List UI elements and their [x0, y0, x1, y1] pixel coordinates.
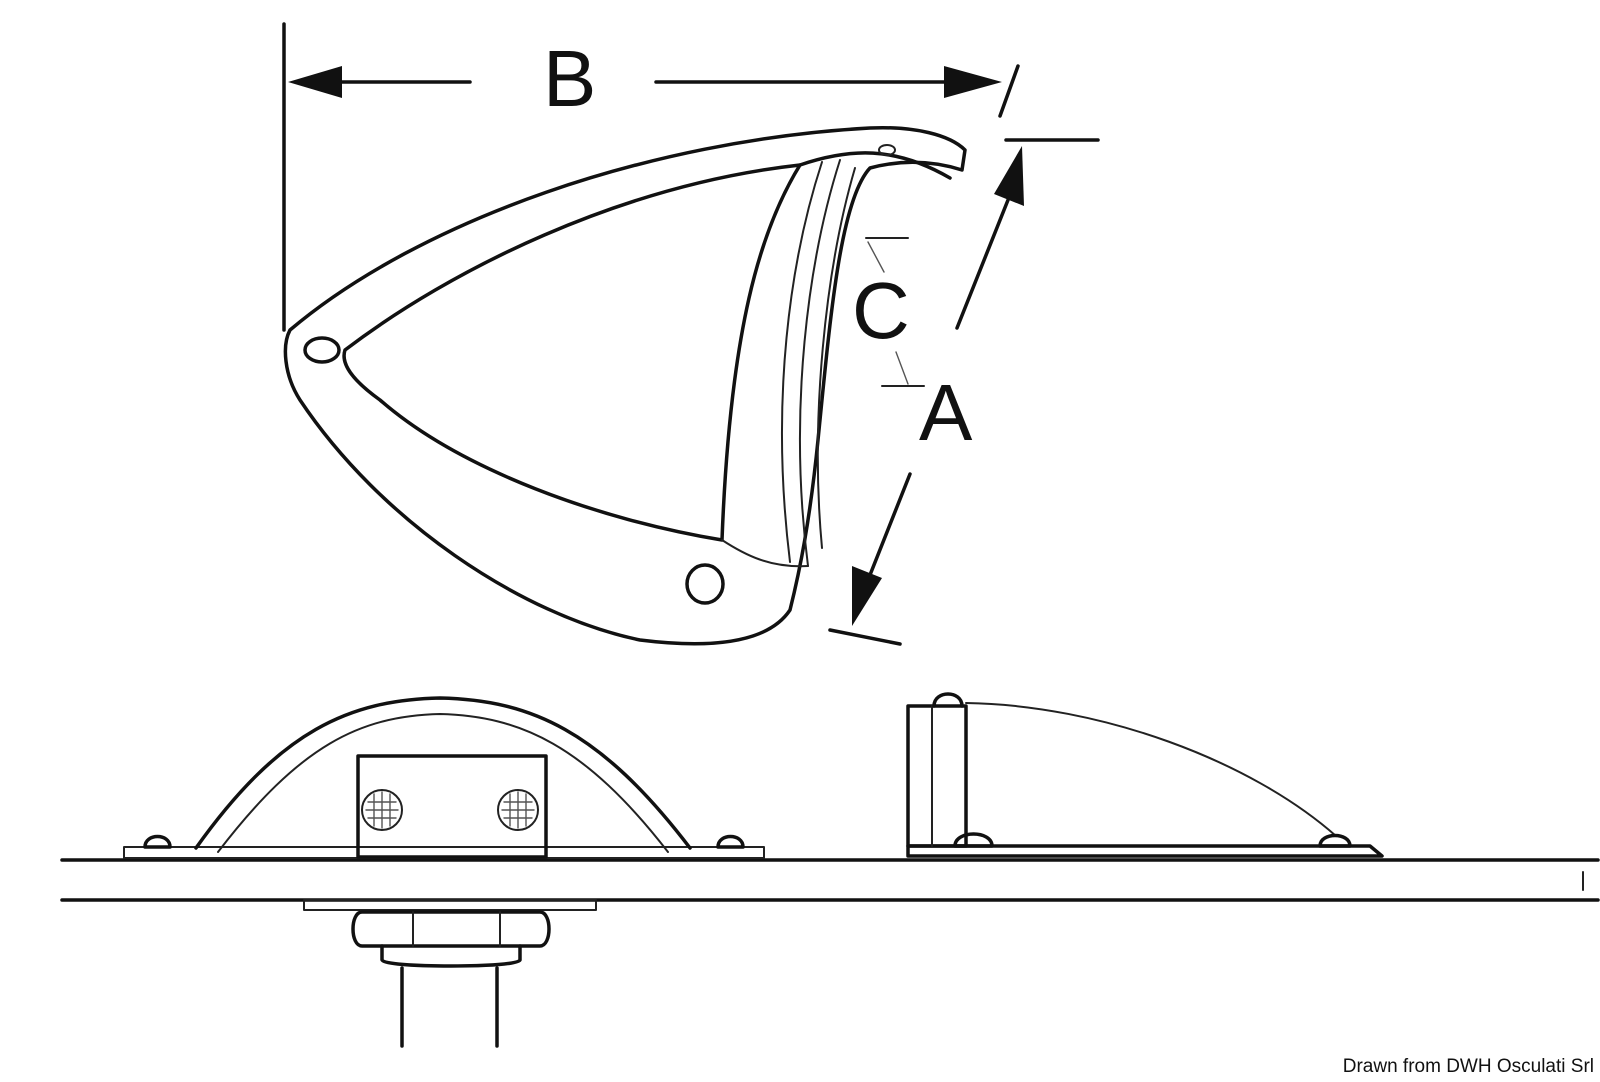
front-screw-right	[716, 834, 745, 849]
vent-hood-band-2	[799, 159, 841, 567]
dim-a-line-upper	[955, 193, 1012, 330]
vent-front-view	[123, 696, 765, 1048]
dim-a-extension-bottom	[828, 628, 902, 646]
vent-inner-opening	[342, 163, 802, 542]
side-hood-rivet	[932, 692, 964, 708]
dim-a-line-lower	[866, 472, 912, 582]
screw-hole-bottom	[685, 563, 725, 605]
dim-b-arrow-left	[288, 66, 342, 98]
dim-label-b: B	[543, 34, 596, 123]
junction-box-screw-right	[497, 789, 539, 831]
nut-collar	[380, 944, 522, 968]
vent-flange-outline	[283, 125, 967, 646]
hex-nut	[351, 910, 551, 948]
side-base-plate	[906, 844, 1384, 858]
vent-top-view	[283, 125, 967, 646]
under-washer	[303, 899, 597, 911]
dimension-a: A	[828, 138, 1100, 646]
dim-label-c: C	[852, 266, 910, 355]
side-screw-left	[953, 832, 994, 848]
dim-b-arrow-right	[944, 66, 1002, 98]
vent-side-view	[906, 692, 1384, 858]
dim-a-arrow-bottom	[852, 566, 882, 626]
dim-c-leader-top	[867, 241, 885, 273]
hood-rivet	[878, 144, 896, 156]
side-hood-profile	[965, 702, 1337, 837]
front-dome-outer	[194, 696, 692, 850]
dim-a-arrow-top	[994, 146, 1024, 206]
vent-hood-band-3	[816, 167, 856, 549]
mounting-panel	[60, 858, 1600, 902]
screw-hole-left	[303, 336, 341, 364]
junction-box-screw-left	[361, 789, 403, 831]
junction-box-screw-right-mesh	[501, 791, 535, 829]
front-screw-left	[143, 834, 172, 849]
front-dome-inner	[217, 713, 669, 853]
vent-hood-band-1	[781, 161, 823, 563]
side-hood-front-face	[906, 704, 968, 848]
vent-hood-front	[798, 151, 952, 180]
dimension-c: C	[852, 237, 925, 387]
drawing-credit: Drawn from DWH Osculati Srl	[1342, 1056, 1594, 1077]
dim-b-extension-right	[998, 64, 1020, 118]
vent-hood-bottom	[721, 539, 809, 568]
dimension-b: B	[282, 22, 1020, 332]
dim-label-a: A	[919, 368, 973, 457]
junction-box	[356, 754, 548, 859]
junction-box-screw-left-mesh	[365, 791, 399, 829]
side-screw-right	[1318, 833, 1352, 848]
dim-c-leader-bottom	[895, 351, 909, 385]
